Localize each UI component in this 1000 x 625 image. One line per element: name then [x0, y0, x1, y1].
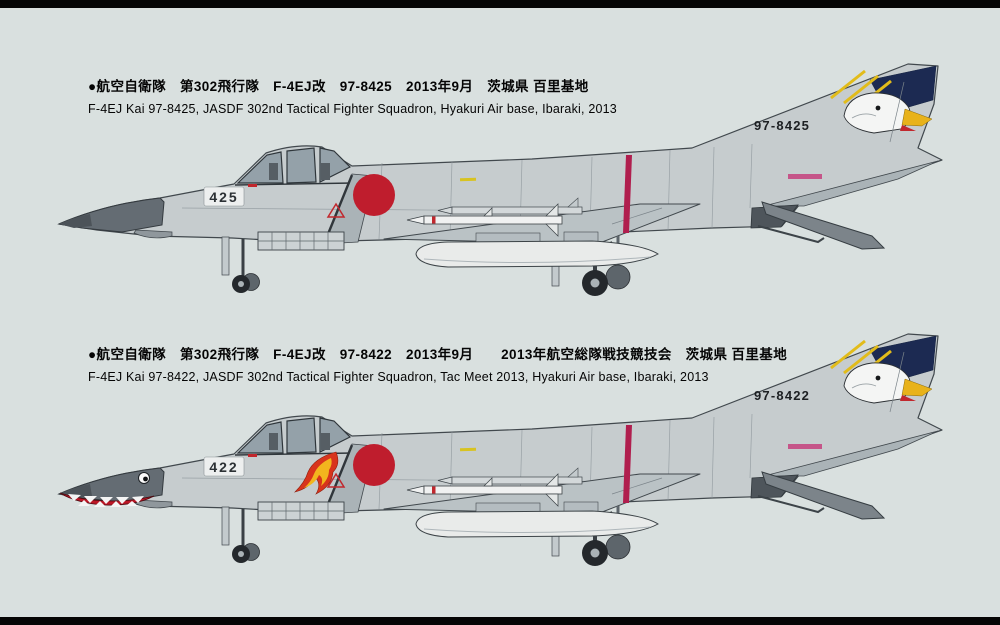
page-edge-top — [0, 0, 1000, 8]
aircraft-profile-2: 97-8422 — [57, 333, 943, 566]
chin-fairing — [133, 229, 173, 239]
nose-number: 425 — [209, 189, 238, 205]
eagle-head-emblem — [843, 362, 911, 404]
caption-block-1: ●航空自衛隊 第302飛行隊 F-4EJ改 97-8425 2013年9月 茨城… — [88, 75, 617, 116]
rudder-line — [889, 351, 905, 413]
fuselage-red-stripe — [623, 155, 632, 233]
centerline-fuel-tank — [415, 231, 659, 268]
eagle-beak — [901, 378, 933, 397]
caption-japanese-2: ●航空自衛隊 第302飛行隊 F-4EJ改 97-8422 2013年9月 20… — [88, 347, 788, 362]
stabilator — [761, 201, 886, 250]
caption-japanese-1: ●航空自衛隊 第302飛行隊 F-4EJ改 97-8425 2013年9月 茨城… — [88, 79, 589, 94]
radome — [57, 197, 173, 239]
aircraft-profile-1: 97-8425 — [57, 63, 943, 296]
underwing-missiles — [406, 467, 583, 507]
stencil-red — [248, 454, 257, 457]
aircraft-illustration-97-8422: 97-8422 — [57, 333, 943, 566]
centerline-fuel-tank — [415, 501, 659, 538]
caption-block-2: ●航空自衛隊 第302飛行隊 F-4EJ改 97-8422 2013年9月 20… — [88, 343, 787, 384]
radome — [57, 467, 173, 509]
nose-number-patch — [203, 456, 245, 477]
caption-english-2: F-4EJ Kai 97-8422, JASDF 302nd Tactical … — [88, 370, 709, 384]
missile-rear — [437, 467, 583, 485]
fin-squadron-markings — [830, 65, 937, 134]
missile-rear — [437, 197, 583, 215]
arrestor-hook — [757, 495, 825, 514]
pilot-seat — [269, 433, 278, 450]
intake-warning-triangle — [326, 472, 346, 488]
wso-seat — [321, 433, 330, 450]
hinomaru-roundel — [353, 174, 395, 216]
stencil-red — [248, 184, 257, 187]
special-scheme-text-strip — [788, 174, 822, 179]
arrestor-hook — [757, 225, 825, 244]
flame-marking — [293, 451, 339, 495]
aircraft-illustration-97-8425: 97-8425 — [57, 63, 943, 296]
stabilator — [761, 471, 886, 520]
underwing-missiles — [406, 197, 583, 237]
nose-gear-door — [221, 506, 230, 546]
shark-mouth — [59, 472, 155, 507]
missile-front — [406, 473, 563, 507]
rudder-line — [889, 81, 905, 143]
nose-number: 422 — [209, 459, 238, 475]
tail-number: 97-8425 — [754, 118, 810, 133]
nose-gear-door — [221, 236, 230, 276]
tail-number: 97-8422 — [754, 388, 810, 403]
stencil-yellow — [459, 177, 477, 182]
special-scheme-text-strip — [788, 444, 822, 449]
eagle-eye — [875, 375, 881, 381]
wso-seat — [321, 163, 330, 180]
stencil-yellow — [459, 447, 477, 452]
pilot-seat — [269, 163, 278, 180]
eagle-beak — [901, 108, 933, 127]
eagle-head-emblem — [843, 92, 911, 134]
nose-number-patch — [203, 186, 245, 207]
page-edge-bottom — [0, 617, 1000, 625]
boarding-ladder — [257, 231, 345, 251]
intake-warning-triangle — [326, 202, 346, 218]
fin-squadron-markings — [830, 335, 937, 404]
eagle-tongue — [900, 395, 916, 401]
missile-front — [406, 203, 563, 237]
eagle-tongue — [900, 125, 916, 131]
fuselage-red-stripe — [623, 425, 632, 503]
chin-fairing — [133, 499, 173, 509]
caption-english-1: F-4EJ Kai 97-8425, JASDF 302nd Tactical … — [88, 102, 617, 116]
eagle-eye — [875, 105, 881, 111]
hinomaru-roundel — [353, 444, 395, 486]
boarding-ladder — [257, 501, 345, 521]
